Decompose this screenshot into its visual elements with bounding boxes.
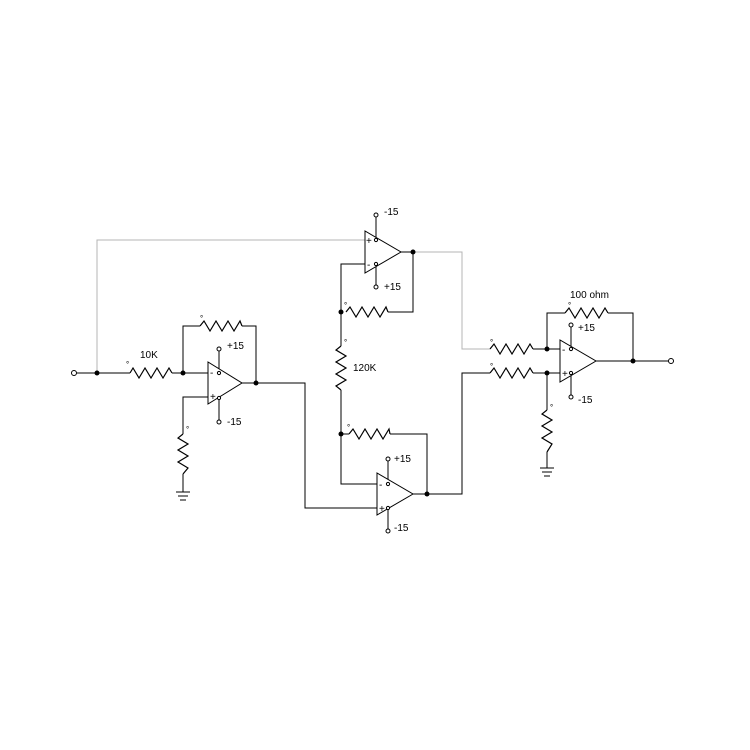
u3-pin <box>385 481 391 487</box>
u2-plus-sign: + <box>366 236 372 247</box>
pin-marker: ° <box>550 403 553 412</box>
label-120k: 120K <box>353 363 377 374</box>
wire-u1-feedback <box>182 325 200 373</box>
u3-plus-sign: + <box>379 504 385 515</box>
junctions <box>94 249 636 497</box>
resistor-u1-feedback <box>199 319 243 333</box>
u4-pin <box>568 370 574 376</box>
u1-plus-sign: + <box>210 392 216 403</box>
u1-pin <box>216 395 222 401</box>
u3-supply-top-terminal <box>385 456 391 462</box>
u2-supply-bottom-terminal <box>373 284 379 290</box>
ground-symbol-left <box>176 491 190 501</box>
u1-supply-top-label: +15 <box>227 341 244 352</box>
junction-dot <box>338 309 344 315</box>
u4-supply-top-label: +15 <box>578 323 595 334</box>
pin-marker: ° <box>344 338 347 347</box>
u1-supply-bottom-terminal <box>216 419 222 425</box>
wire-u1-plus <box>182 396 208 434</box>
wire-u4-feedback-right <box>608 312 634 361</box>
wire-u2-feedback <box>388 252 414 313</box>
junction-dot <box>410 249 416 255</box>
wire-u3-minus <box>340 434 377 485</box>
u4-minus-sign: - <box>562 345 565 356</box>
op-amp-u1-body <box>207 361 243 405</box>
pin-marker: ° <box>126 360 129 369</box>
label-10k: 10K <box>140 350 158 361</box>
u1-supply-top-terminal <box>216 346 222 352</box>
junction-dot <box>94 370 100 376</box>
u4-supply-bottom-label: -15 <box>578 395 593 406</box>
junction-dot <box>544 370 550 376</box>
op-amp-u2-body <box>364 230 402 274</box>
u2-supply-top-label: -15 <box>384 207 399 218</box>
ground-symbol-right <box>540 467 554 477</box>
resistors <box>129 305 609 475</box>
u2-pin <box>373 261 379 267</box>
wire-u3-feedback-right <box>390 433 428 494</box>
resistor-u1-ground <box>176 433 190 475</box>
op-amp-u3: - + +15 -15 <box>376 454 414 534</box>
wire-u1-feedback-right <box>242 325 257 383</box>
u3-minus-sign: - <box>379 480 382 491</box>
junction-dot <box>424 491 430 497</box>
u2-supply-bottom-label: +15 <box>384 282 401 293</box>
u3-supply-bottom-terminal <box>385 528 391 534</box>
junction-dot <box>544 346 550 352</box>
junction-dot <box>180 370 186 376</box>
op-amp-u1: - + +15 -15 <box>207 341 244 428</box>
u2-pin <box>373 237 379 243</box>
u4-pin <box>568 346 574 352</box>
op-amp-u4-body <box>559 339 597 383</box>
pin-marker: ° <box>186 425 189 434</box>
resistor-100-ohm <box>564 306 609 320</box>
pin-marker: ° <box>490 362 493 371</box>
junction-dot <box>630 358 636 364</box>
u4-supply-top-terminal <box>568 322 574 328</box>
wire-input-to-u2 <box>96 239 365 373</box>
u1-minus-sign: - <box>210 368 213 379</box>
u3-pin <box>385 505 391 511</box>
resistor-u4-input-plus <box>489 366 534 380</box>
resistor-u4-ground <box>540 409 554 453</box>
output-terminal <box>668 358 674 364</box>
u4-supply-bottom-terminal <box>568 394 574 400</box>
op-amp-u4: - + +15 -15 <box>559 322 597 406</box>
pin-marker: ° <box>490 338 493 347</box>
wire-u2-output <box>413 251 490 350</box>
resistor-u3-feedback <box>348 427 391 441</box>
input-terminal <box>71 370 77 376</box>
op-amp-u2: + - -15 +15 <box>364 207 413 293</box>
wire-u1-output <box>242 382 377 509</box>
u1-supply-bottom-label: -15 <box>227 417 242 428</box>
u3-supply-top-label: +15 <box>394 454 411 465</box>
resistor-120k <box>334 345 348 391</box>
pin-markers: ° ° ° ° ° ° ° ° ° ° <box>126 301 571 434</box>
pin-marker: ° <box>200 314 203 323</box>
resistor-10k <box>129 366 173 380</box>
u2-minus-sign: - <box>367 260 370 271</box>
junction-dot <box>253 380 259 386</box>
u2-supply-top-terminal <box>373 212 379 218</box>
u1-pin <box>216 370 222 376</box>
label-100-ohm: 100 ohm <box>570 290 609 301</box>
pin-marker: ° <box>347 423 350 432</box>
junction-dot <box>338 431 344 437</box>
u3-supply-bottom-label: -15 <box>394 523 409 534</box>
resistor-u4-input-minus <box>489 342 534 356</box>
pin-marker: ° <box>344 301 347 310</box>
u4-plus-sign: + <box>562 369 568 380</box>
pin-marker: ° <box>568 301 571 310</box>
wire-u4-feedback-left <box>546 312 565 349</box>
resistor-u2-feedback <box>345 305 389 319</box>
wire-u3-output <box>413 372 490 495</box>
